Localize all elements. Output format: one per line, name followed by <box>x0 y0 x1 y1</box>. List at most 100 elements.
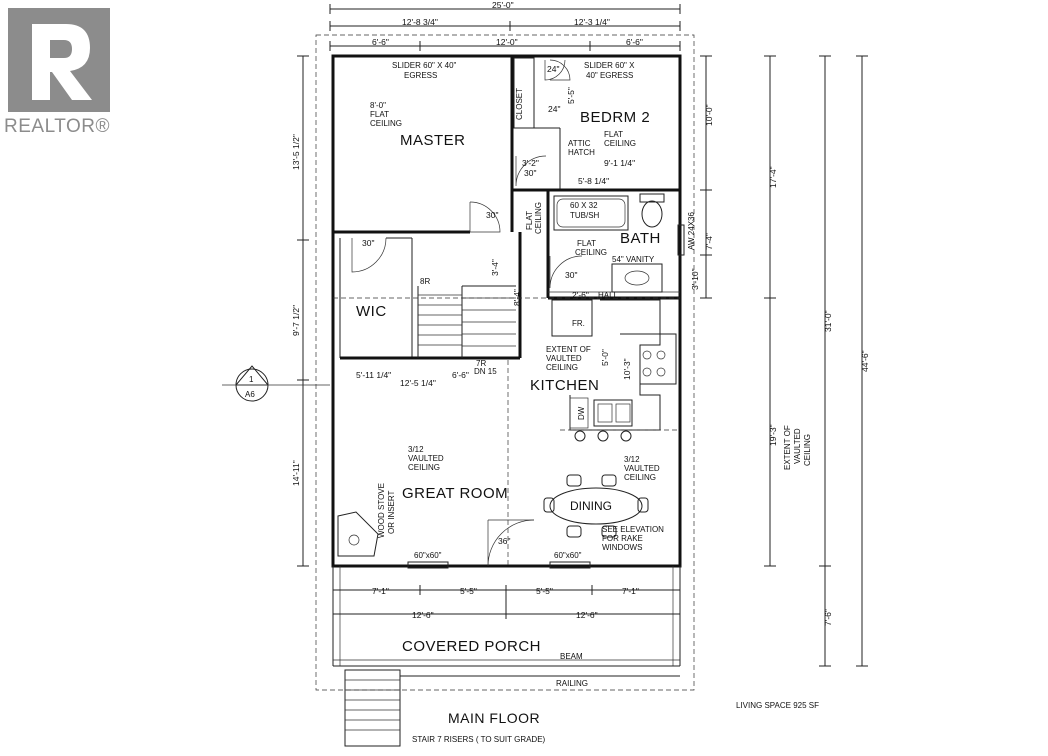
dim-34: 3'-4" <box>490 259 500 276</box>
dim-top2-mid: 12'-0" <box>496 37 518 47</box>
right-dimensions: 10'-0" 7'-4" 3'-10" 17'-4" 31'-0" 44'-6"… <box>690 55 870 667</box>
dim-bath-height: 7'-4" <box>704 233 714 250</box>
dim-32: 3'-2" <box>522 158 539 168</box>
dim-vanity-height: 3'-10" <box>690 268 700 290</box>
dim-top-total: 25'-0" <box>492 0 514 10</box>
dim-right-total: 44'-6" <box>860 350 870 372</box>
dim-103: 10'-3" <box>622 358 632 380</box>
dim-right-bottom: 7'-6" <box>823 609 833 626</box>
note-extent-2: VAULTED <box>546 354 582 363</box>
right-extent-line1: EXTENT OF <box>783 425 792 470</box>
dim-256: 2'-6" <box>572 290 589 300</box>
right-extent-line3: CEILING <box>803 434 812 466</box>
dim-left-1: 13'-5 1/2" <box>291 134 301 170</box>
note-kitchen-vault-1: 3/12 <box>624 455 640 464</box>
dim-58: 5'-8 1/4" <box>578 176 609 186</box>
dim-30b: 30" <box>486 210 498 220</box>
room-closet: CLOSET <box>515 88 524 120</box>
dim-914: 9'-1 1/4" <box>604 158 635 168</box>
room-bedrm2: BEDRM 2 <box>580 109 650 126</box>
dining-table <box>543 474 649 538</box>
outer-boundary <box>315 34 695 691</box>
bath-fixtures <box>553 193 685 293</box>
dim-left-3: 14'-11" <box>291 460 301 486</box>
room-kitchen: KITCHEN <box>530 377 599 394</box>
note-woodstove-2: OR INSERT <box>387 490 396 534</box>
note-stair-7r: 7R <box>476 359 486 368</box>
realtor-r-icon <box>8 8 110 112</box>
plan-title: MAIN FLOOR <box>448 710 540 726</box>
dim-top-left: 12'-8 3/4" <box>402 17 438 27</box>
note-railing: RAILING <box>556 679 588 688</box>
wood-stove <box>337 511 379 557</box>
dim-bot2-b: 12'-6" <box>576 610 598 620</box>
note-bath-ceiling-1: FLAT <box>577 239 596 248</box>
note-tub-2: TUB/SH <box>570 211 600 220</box>
note-kitchen-vault-3: CEILING <box>624 473 656 482</box>
realtor-brand-text: REALTOR® <box>4 116 110 137</box>
top-dimensions: 25'-0" 12'-8 3/4" 12'-3 1/4" 6'-6" 12'-0… <box>329 0 681 51</box>
dim-bot1-b: 5'-5" <box>460 586 477 596</box>
note-slider-master-1: SLIDER 60" X 40" <box>392 61 457 70</box>
note-hall-ceiling-2: CEILING <box>534 202 543 234</box>
note-slider-bed2-1: SLIDER 60" X <box>584 61 635 70</box>
note-beam: BEAM <box>560 652 583 661</box>
note-hall-ceiling-1: FLAT <box>525 211 534 230</box>
note-great-vault-1: 3/12 <box>408 445 424 454</box>
note-window-60a: 60"x60" <box>414 551 442 560</box>
room-bath: BATH <box>620 230 661 247</box>
note-master-ceiling-1: 8'-0" <box>370 101 386 110</box>
note-extent-3: CEILING <box>546 363 578 372</box>
stair-note: STAIR 7 RISERS ( TO SUIT GRADE) <box>412 735 546 744</box>
dim-bot1-c: 5'-5" <box>536 586 553 596</box>
note-vanity: 54" VANITY <box>612 255 655 264</box>
note-extent-1: EXTENT OF <box>546 345 591 354</box>
note-rake-2: FOR RAKE <box>602 534 643 543</box>
dim-50: 5'-0" <box>600 349 610 366</box>
note-bath-ceiling-2: CEILING <box>575 248 607 257</box>
dim-125: 12'-5 1/4" <box>400 378 436 388</box>
dim-left-2: 9'-7 1/2" <box>291 305 301 336</box>
note-rake-1: SEE ELEVATION <box>602 525 664 534</box>
dim-511: 5'-11 1/4" <box>356 370 391 380</box>
room-wic: WIC <box>356 303 387 320</box>
dim-bot1-d: 7'-1" <box>622 586 639 596</box>
dim-84: 8'-4" <box>512 289 522 306</box>
note-hall: HALL <box>598 291 619 300</box>
dim-right-vault: 19'-3" <box>768 424 778 446</box>
note-dw: DW <box>577 406 586 420</box>
dim-top2-right: 6'-6" <box>626 37 643 47</box>
right-extent-line2: VAULTED <box>793 428 802 464</box>
dim-bed2-height: 10'-0" <box>704 104 714 126</box>
dim-right-2: 31'-0" <box>823 310 833 332</box>
note-window-60b: 60"x60" <box>554 551 582 560</box>
note-rake-3: WINDOWS <box>602 543 642 552</box>
note-woodstove-1: WOOD STOVE <box>377 483 386 538</box>
living-space: LIVING SPACE 925 SF <box>736 701 819 710</box>
dim-bot1-a: 7'-1" <box>372 586 389 596</box>
note-bed2-ceiling-1: FLAT <box>604 130 623 139</box>
dim-bot2-a: 12'-6" <box>412 610 434 620</box>
dim-24b: 24" <box>548 104 560 114</box>
realtor-logo: REALTOR® <box>0 0 130 150</box>
dim-top-right: 12'-3 1/4" <box>574 17 610 27</box>
note-kitchen-vault-2: VAULTED <box>624 464 660 473</box>
dim-30c: 30" <box>362 238 374 248</box>
dim-30a: 30" <box>524 168 536 178</box>
note-great-vault-2: VAULTED <box>408 454 444 463</box>
kitchen-fixtures <box>551 299 680 442</box>
porch <box>332 566 681 747</box>
note-attic-2: HATCH <box>568 148 595 157</box>
note-stair-8r: 8R <box>420 277 430 286</box>
dim-top2-left: 6'-6" <box>372 37 389 47</box>
dim-556: 5'-5" <box>566 87 576 104</box>
exterior-walls <box>331 54 682 568</box>
room-master: MASTER <box>400 132 466 149</box>
stairs <box>417 285 516 358</box>
left-dimensions: 13'-5 1/2" 9'-7 1/2" 14'-11" <box>291 55 309 567</box>
section-sheet: A6 <box>245 390 255 399</box>
note-great-vault-3: CEILING <box>408 463 440 472</box>
room-dining: DINING <box>570 499 612 513</box>
note-slider-bed2-2: 40" EGRESS <box>586 71 633 80</box>
